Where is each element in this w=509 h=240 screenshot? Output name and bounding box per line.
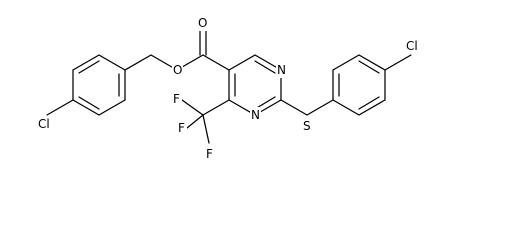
bond (202, 99, 230, 116)
bond (72, 99, 100, 116)
bond (384, 54, 412, 71)
bond-inner (358, 60, 380, 74)
atom-label: F (173, 92, 180, 106)
atom-f-top: F (172, 91, 182, 107)
atom-label: O (173, 63, 182, 77)
atom-label: Cl (38, 117, 50, 131)
bond (280, 99, 308, 116)
bond (98, 99, 126, 116)
bond-inner (78, 60, 100, 74)
bond (202, 54, 230, 71)
bond (332, 54, 360, 71)
atom-label: O (198, 16, 207, 30)
atom-label: F (206, 147, 213, 161)
bond (72, 54, 100, 71)
atom-labels: Cl O O N N S Cl F (36, 15, 425, 162)
bond-inner (358, 96, 380, 110)
bond (98, 54, 126, 71)
atom-label: Cl (406, 39, 418, 53)
atom-f-left: F (177, 120, 187, 136)
bond (186, 114, 204, 129)
bond (228, 54, 256, 71)
bond-inner (254, 60, 276, 74)
bond (358, 54, 386, 71)
bond-lines (46, 25, 412, 144)
atom-cl-right: Cl (405, 38, 425, 54)
bond (46, 99, 74, 116)
bond (202, 114, 210, 144)
atom-label: F (178, 121, 185, 135)
bond (124, 54, 152, 71)
bond (306, 99, 334, 116)
atom-label: N (277, 63, 286, 77)
atom-f-bottom: F (205, 146, 215, 162)
bond (181, 99, 204, 116)
chemical-structure: Cl O O N N S Cl F (36, 15, 425, 162)
atom-n-top: N (276, 62, 287, 78)
atom-o-carbonyl: O (197, 15, 208, 31)
atom-label: N (251, 108, 260, 122)
bond (332, 99, 360, 116)
atom-label: S (303, 119, 311, 133)
atom-n-bottom: N (250, 107, 261, 123)
atom-cl-left: Cl (36, 116, 56, 132)
atom-s-thio: S (302, 118, 313, 134)
atom-o-ester: O (172, 62, 183, 78)
bond-inner (78, 96, 100, 110)
bond (358, 99, 386, 116)
